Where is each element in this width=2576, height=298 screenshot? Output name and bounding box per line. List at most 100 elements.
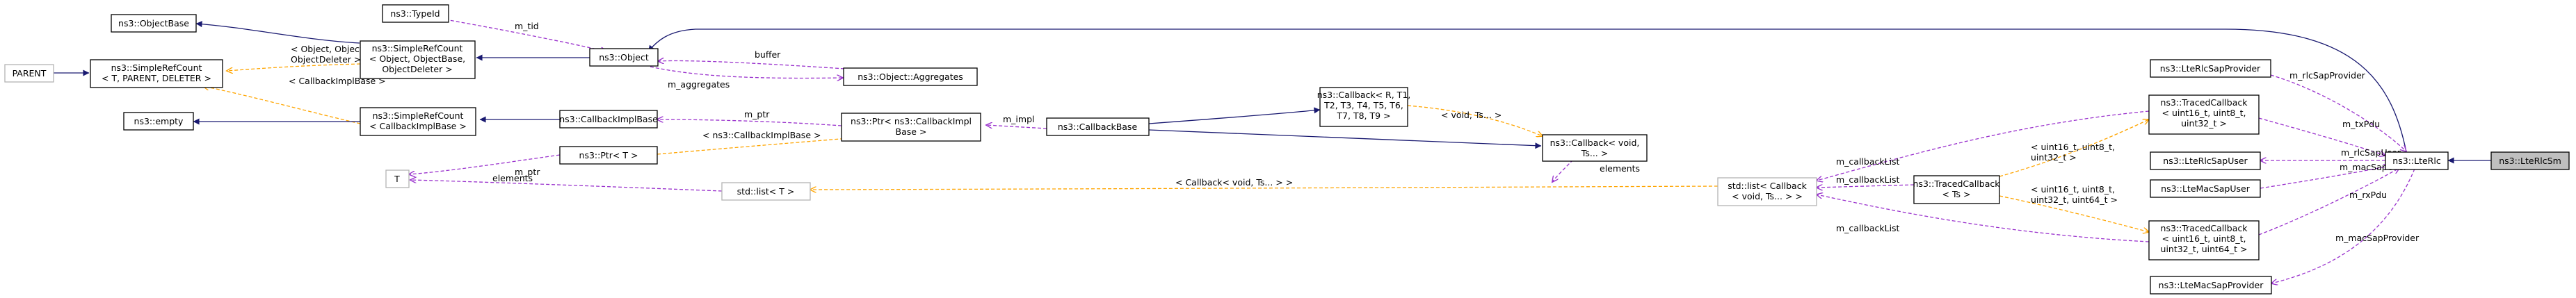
class-name-object-aggregates: ns3::Object::Aggregates [858, 72, 963, 82]
text-line: ns3::LteMacSapUser [2161, 183, 2251, 194]
class-node-std-list-callback[interactable]: std::list< Callback< void, Ts... > > [1717, 177, 1817, 206]
class-node-ltemacsapuser[interactable]: ns3::LteMacSapUser [2150, 179, 2261, 198]
edge-label-m-rlcsapprovider: m_rlcSapProvider [2289, 70, 2366, 81]
text-line: m_rlcSapProvider [2289, 70, 2366, 81]
edge-callbackimplbase-to-ptr-callbackimpl: m_ptr [657, 109, 842, 126]
class-node-callback-template[interactable]: ns3::Callback< R, T1,T2, T3, T4, T5, T6,… [1317, 87, 1411, 127]
class-node-ptr-template[interactable]: ns3::Ptr< T > [559, 146, 658, 165]
edge-simplerefcount-template-to-callback-instance: < CallbackImplBase > [203, 76, 386, 124]
class-node-simplerefcount-template[interactable]: ns3::SimpleRefCount< T, PARENT, DELETER … [90, 59, 223, 88]
text-line: PARENT [13, 68, 47, 78]
text-line: elements [1600, 163, 1640, 174]
text-line: ns3::TracedCallback [2161, 97, 2248, 108]
edge-label-m-txpdu: m_txPdu [2342, 119, 2380, 129]
class-name-simplerefcount-object: ns3::SimpleRefCount< Object, ObjectBase,… [369, 43, 465, 74]
text-line: ns3::Callback< R, T1, [1317, 90, 1411, 100]
class-name-simplerefcount-callback: ns3::SimpleRefCount< CallbackImplBase > [369, 110, 467, 131]
edge-object-to-aggregates: m_aggregates [650, 66, 843, 90]
class-node-parent[interactable]: PARENT [4, 64, 54, 83]
class-name-ltemacsapuser: ns3::LteMacSapUser [2161, 183, 2251, 194]
text-line: < uint16_t, uint8_t, [2162, 108, 2246, 118]
text-line: ns3::CallbackBase [1058, 122, 1138, 132]
class-node-object-aggregates[interactable]: ns3::Object::Aggregates [843, 67, 978, 86]
text-line: ObjectDeleter > [291, 54, 361, 65]
edge-list-callback-to-tracedcallback-ts: m_callbackList [1817, 174, 1915, 188]
class-node-lterlcsapuser[interactable]: ns3::LteRlcSapUser [2150, 151, 2261, 170]
class-node-lterlc[interactable]: ns3::LteRlc [2385, 151, 2449, 170]
text-line: < Object, ObjectBase, [369, 53, 465, 64]
class-node-tracedcallback-uint32[interactable]: ns3::TracedCallback< uint16_t, uint8_t,u… [2148, 94, 2260, 135]
class-node-ltemacsapprovider[interactable]: ns3::LteMacSapProvider [2150, 276, 2272, 295]
class-node-typeid[interactable]: ns3::TypeId [382, 4, 449, 23]
text-line: std::list< T > [737, 186, 795, 197]
text-line: < Callback< void, Ts... > > [1175, 177, 1293, 188]
edge-tracedcallback-uint64-to-lterlc: m_rxPdu [2258, 168, 2399, 235]
edge-typeid-to-object: m_tid [444, 19, 606, 51]
edge-callbackbase-to-callback-template [1148, 107, 1321, 124]
text-line: ns3::CallbackImplBase [559, 114, 658, 124]
text-line: ns3::Object::Aggregates [858, 72, 963, 82]
text-line: m_callbackList [1836, 156, 1900, 167]
text-line: ns3::ObjectBase [118, 18, 189, 28]
text-line: Ts... > [1581, 148, 1608, 158]
class-node-simplerefcount-object[interactable]: ns3::SimpleRefCount< Object, ObjectBase,… [360, 40, 476, 79]
class-node-empty[interactable]: ns3::empty [123, 112, 194, 131]
text-line: m_ptr [515, 167, 540, 177]
text-line: ns3::TypeId [390, 8, 440, 19]
class-node-std-list-template[interactable]: std::list< T > [721, 182, 811, 201]
class-node-t[interactable]: T [385, 169, 410, 188]
class-node-callbackimplbase[interactable]: ns3::CallbackImplBase [559, 110, 658, 129]
class-name-t: T [394, 174, 400, 184]
edge-objectbase-to-simplerefcount-object [195, 21, 360, 44]
edge-tracedcallback-ts-to-uint32: < uint16_t, uint8_t,uint32_t > [1999, 119, 2149, 177]
class-node-object[interactable]: ns3::Object [589, 48, 659, 67]
text-line: ns3::SimpleRefCount [373, 110, 464, 121]
text-line: < uint16_t, uint8_t, [2031, 142, 2115, 152]
text-line: < void, Ts... > > [1732, 191, 1803, 201]
edge-tracedcallback-uint32-to-lterlc: m_txPdu [2258, 117, 2385, 156]
edge-list-callback-to-tracedcallback-uint32: m_callbackList [1817, 110, 2150, 181]
text-line: T2, T3, T4, T5, T6, [1323, 100, 1403, 110]
edge-label-m-ptr-1: m_ptr [744, 109, 770, 119]
edge-label-template-ptr-callbackimpl: < ns3::CallbackImplBase > [702, 130, 821, 140]
edge-callbackbase-to-callback-void [1148, 129, 1542, 149]
class-name-callbackimplbase: ns3::CallbackImplBase [559, 114, 658, 124]
class-node-lterlcsm[interactable]: ns3::LteRlcSm [2490, 151, 2570, 170]
class-name-ltemacsapprovider: ns3::LteMacSapProvider [2159, 280, 2264, 290]
class-node-tracedcallback-ts[interactable]: ns3::TracedCallback< Ts > [1913, 175, 2001, 204]
text-line: ns3::Ptr< ns3::CallbackImpl [851, 116, 972, 126]
text-line: elements [492, 173, 533, 183]
edge-label-elements-1: elements [492, 173, 533, 183]
edge-label-template-void-ts: < void, Ts... > [1441, 110, 1502, 120]
text-line: m_callbackList [1836, 174, 1900, 185]
edge-tracedcallback-ts-to-uint64: < uint16_t, uint8_t,uint32_t, uint64_t > [1999, 184, 2149, 232]
class-node-simplerefcount-callback[interactable]: ns3::SimpleRefCount< CallbackImplBase > [360, 107, 476, 136]
text-line: m_callbackList [1836, 223, 1900, 233]
class-node-objectbase[interactable]: ns3::ObjectBase [111, 14, 197, 33]
edge-label-buffer: buffer [755, 49, 781, 60]
class-node-tracedcallback-uint64[interactable]: ns3::TracedCallback< uint16_t, uint8_t,u… [2148, 220, 2260, 260]
class-name-typeid: ns3::TypeId [390, 8, 440, 19]
class-node-callbackbase[interactable]: ns3::CallbackBase [1046, 117, 1150, 136]
edge-ptr-callbackimpl-to-callbackbase: m_impl [986, 114, 1047, 129]
text-line: ns3::TracedCallback [2161, 223, 2248, 233]
edge-label-m-aggregates: m_aggregates [668, 79, 730, 90]
text-line: Base > [896, 126, 927, 137]
text-line: ObjectDeleter > [382, 64, 452, 74]
class-name-tracedcallback-uint64: ns3::TracedCallback< uint16_t, uint8_t,u… [2161, 223, 2248, 254]
edge-callback-void-to-list-callback: elements [1552, 159, 1640, 182]
edge-label-m-callbacklist-2: m_callbackList [1836, 174, 1900, 185]
text-line: uint32_t > [2031, 152, 2077, 163]
edge-ptr-template-to-ptr-callbackimpl: < ns3::CallbackImplBase > [657, 130, 857, 155]
class-node-lterlcsapprovider[interactable]: ns3::LteRlcSapProvider [2150, 59, 2271, 78]
class-name-object: ns3::Object [599, 52, 649, 63]
class-node-callback-void[interactable]: ns3::Callback< void,Ts... > [1542, 134, 1648, 162]
class-name-ptr-template: ns3::Ptr< T > [579, 150, 638, 160]
class-name-lterlcsapprovider: ns3::LteRlcSapProvider [2160, 63, 2261, 74]
text-line: ns3::Callback< void, [1550, 138, 1640, 148]
class-name-std-list-template: std::list< T > [737, 186, 795, 197]
text-line: ns3::Object [599, 52, 649, 63]
class-name-simplerefcount-template: ns3::SimpleRefCount< T, PARENT, DELETER … [102, 63, 211, 83]
